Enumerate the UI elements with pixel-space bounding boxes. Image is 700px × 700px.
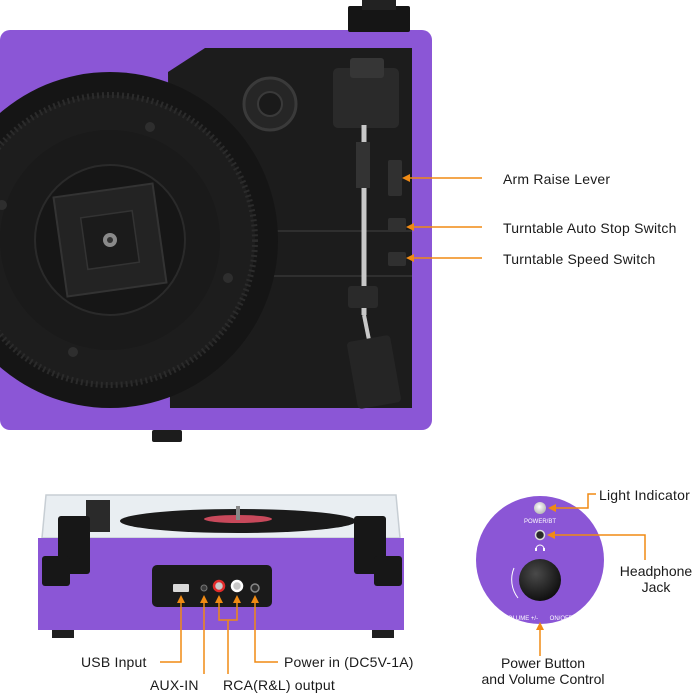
top-view [0, 0, 432, 442]
rear-port-panel [152, 565, 272, 607]
label-headphone-line1: Headphone [619, 563, 693, 579]
rca-jack-icon[interactable] [212, 579, 226, 593]
headphone-icon [535, 544, 545, 551]
label-auto-stop-switch: Turntable Auto Stop Switch [503, 220, 677, 236]
rear-view [38, 494, 404, 638]
power-bt-label: POWER/BT [524, 519, 556, 525]
top-callouts [402, 174, 482, 262]
platter-screw [223, 273, 233, 283]
tonearm-icon [333, 58, 401, 409]
label-aux-in: AUX-IN [150, 677, 199, 693]
label-power-volume-line1: Power Button [500, 655, 586, 671]
volume-label: VOLUME +/- [504, 616, 538, 622]
label-usb-input: USB Input [81, 654, 147, 670]
volume-knob[interactable] [519, 559, 561, 601]
label-headphone-line2: Jack [641, 579, 671, 595]
label-power-in: Power in (DC5V-1A) [284, 654, 414, 670]
on-off-label: ON/OFF [550, 616, 573, 622]
dc-power-port[interactable] [250, 583, 260, 593]
platter-screw [68, 347, 78, 357]
label-rca-output: RCA(R&L) output [223, 677, 335, 693]
label-arm-raise-lever: Arm Raise Lever [503, 171, 611, 187]
arm-raise-lever[interactable] [388, 160, 402, 196]
control-panel-closeup: POWER/BT VOLUME +/- ON/OFF [476, 496, 604, 624]
headphone-jack[interactable] [534, 529, 546, 541]
speed-switch[interactable] [388, 252, 406, 266]
label-power-volume: Power Button and Volume Control [468, 655, 618, 687]
rca-jack-icon[interactable] [230, 579, 244, 593]
platter-screw [145, 122, 155, 132]
panel-callouts [536, 493, 646, 656]
rear-callouts [160, 595, 278, 674]
auto-stop-switch[interactable] [388, 218, 406, 232]
aux-in-port[interactable] [200, 584, 208, 592]
label-power-volume-line2: and Volume Control [481, 671, 605, 687]
label-speed-switch: Turntable Speed Switch [503, 251, 656, 267]
front-foot [152, 430, 182, 442]
platter-screw [0, 200, 7, 210]
power-bt-indicator [534, 502, 546, 514]
dust-cover-hinge [348, 6, 410, 32]
label-light-indicator: Light Indicator [599, 487, 690, 503]
usb-port-icon[interactable] [173, 584, 189, 592]
label-headphone-jack: Headphone Jack [614, 563, 698, 595]
